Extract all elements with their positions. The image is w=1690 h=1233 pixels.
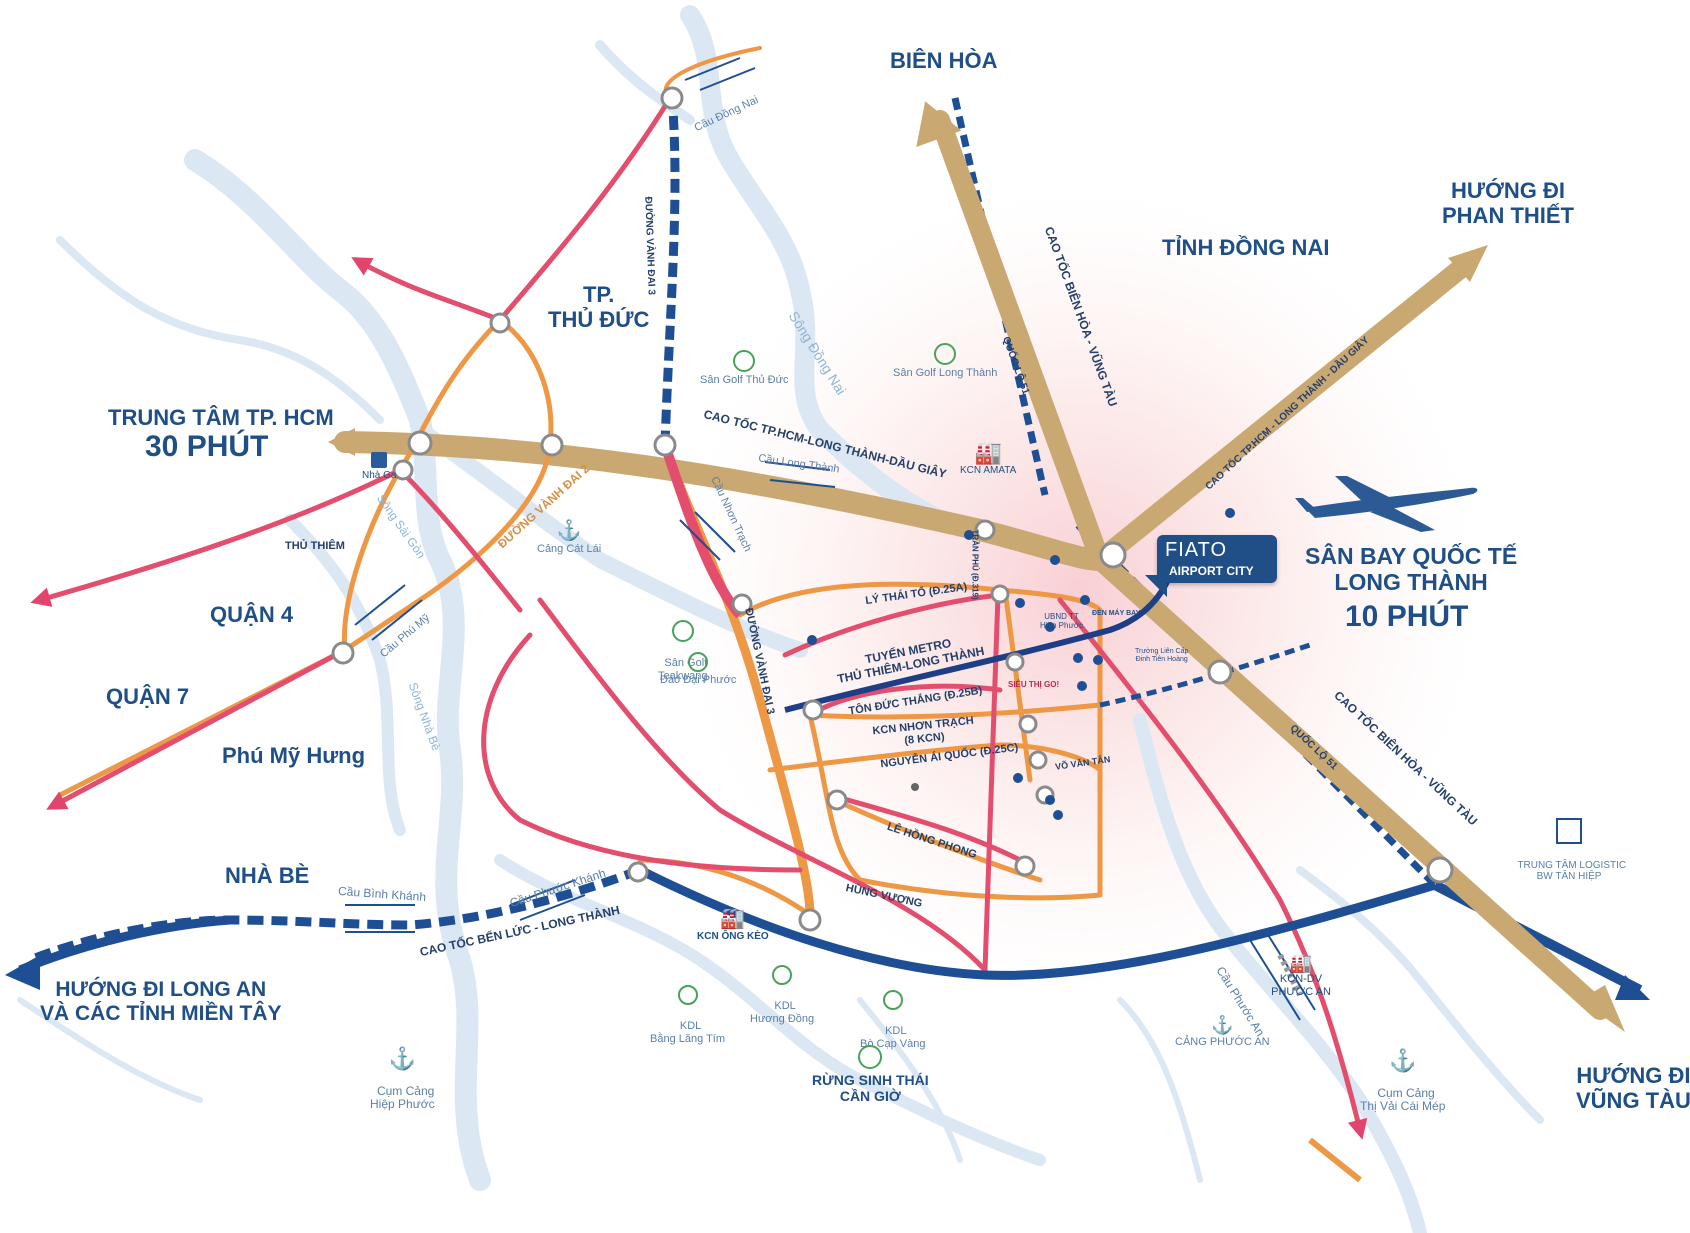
label-kcn-ong-keo: 🏭 KCN ÔNG KÈO [697,908,769,942]
label-san-golf-long-thanh: Sân Golf Long Thành [893,343,997,380]
label-trung-tam-logistic: TRUNG TÂM LOGISTIC BW TÂN HIỆP [1512,795,1626,883]
label-san-bay: SÂN BAY QUỐC TẾ LONG THÀNH [1305,543,1518,596]
label-thu-thiem: THỦ THIÊM [285,540,345,552]
label-tinh-dong-nai: TỈNH ĐỒNG NAI [1162,235,1330,260]
label-phu-my-hung: Phú Mỹ Hưng [222,743,366,768]
label-kdl-bang-lang-tim: KDL Bằng Lăng Tím [650,960,725,1045]
park-icon [882,990,903,1011]
cao-toc-ben-luc-long-thanh [5,865,1437,990]
label-cang-cat-lai: ⚓ Cảng Cát Lái [537,520,602,555]
brand-sub: AIRPORT CITY [1169,564,1254,578]
label-kdl-bo-cap-vang: KDL Bò Cạp Vàng [860,965,925,1050]
label-kdl-huong-dong: KDL Hương Đồng [750,940,814,1025]
label-nha-be: NHÀ BÈ [225,863,310,888]
anchor-icon: ⚓ [556,520,582,542]
label-bien-hoa: BIÊN HÒA [890,48,998,73]
label-rung-icon [858,1045,882,1069]
vanh-dai-3-orange-end [1308,1137,1362,1183]
label-quan-7: QUẬN 7 [106,684,190,709]
label-vung-tau: HƯỚNG ĐI VŨNG TÀU [1576,1063,1690,1114]
label-rung-sinh-thai: RỪNG SINH THÁI CẦN GIỜ [812,1072,929,1105]
golf-icon [733,350,756,372]
golf-icon [934,343,957,365]
place-pins [807,508,1235,820]
label-nha-ga: Nhà Ga [362,452,396,482]
label-ubnd: UBND TT Hiệp Phước [1040,612,1084,631]
label-cang-phuoc-an: ⚓ CẢNG PHƯỚC AN [1175,1015,1270,1048]
anchor-icon: ⚓ [1211,1015,1234,1035]
station-icon [371,452,388,468]
label-tran-phu: TRẦN PHÚ (Đ.319) [970,529,980,600]
highway-network [334,110,1610,1020]
anchor-icon: ⚓ [388,1045,416,1071]
park-icon [688,652,709,672]
metro-line [784,573,1173,713]
label-sieu-thi: SIÊU THỊ GO! [1008,680,1060,689]
label-trung-tam-time: 30 PHÚT [145,430,269,463]
label-tp-thu-duc: TP. THỦ ĐỨC [548,282,650,333]
label-cum-cang-hiep-phuoc: ⚓ Cụm Cảng Hiệp Phước [370,1045,435,1112]
airport-city-glow [680,190,1480,990]
fiato-airport-city-badge[interactable]: FIATO AIRPORT CITY [1157,535,1277,583]
brand-name: FIATO [1165,539,1228,561]
airplane-icon [1295,476,1478,532]
factory-icon: 🏭 [720,908,746,930]
forest-icon [858,1045,882,1069]
label-dao-dai-phuoc: Đảo Đại Phước [660,652,736,687]
vanh-dai-3-red-segment [660,443,744,619]
bridge-markers [345,57,1316,1021]
pink-roads [30,92,1368,1140]
badge-pointer-icon [1145,575,1167,597]
vanh-dai-3-dashed [660,94,680,446]
label-san-bay-time: 10 PHÚT [1345,600,1469,633]
highway-arrowheads [328,101,1625,1032]
park-icon [677,985,698,1006]
label-den-may-bay: ĐÈN MÁY BAY [1092,610,1141,617]
label-huong-phan-thiet: HƯỚNG ĐI PHAN THIẾT [1442,178,1574,229]
label-kcn-amata: 🏭 KCN AMATA [960,440,1017,477]
label-san-golf-thu-duc: Sân Golf Thủ Đức [700,350,788,387]
label-long-an: HƯỚNG ĐI LONG AN VÀ CÁC TỈNH MIỀN TÂY [40,978,282,1026]
label-quan-4: QUẬN 4 [210,602,294,627]
factory-icon: 🏭 [974,440,1002,465]
label-truong-lien-cap: Trường Liên Cấp Đinh Tiên Hoàng [1135,648,1189,664]
park-icon [772,965,793,986]
golf-icon [671,620,694,643]
label-trung-tam: TRUNG TÂM TP. HCM [108,405,334,430]
anchor-icon: ⚓ [1388,1047,1417,1073]
box-icon [1556,818,1583,844]
label-cum-cang-thi-vai: ⚓ Cụm Cảng Thị Vải Cái Mép [1360,1047,1446,1114]
label-kcn-dv-phuoc-an: 🏭 KCN-DV PHƯỚC AN [1271,952,1331,998]
factory-icon: 🏭 [1289,952,1313,973]
